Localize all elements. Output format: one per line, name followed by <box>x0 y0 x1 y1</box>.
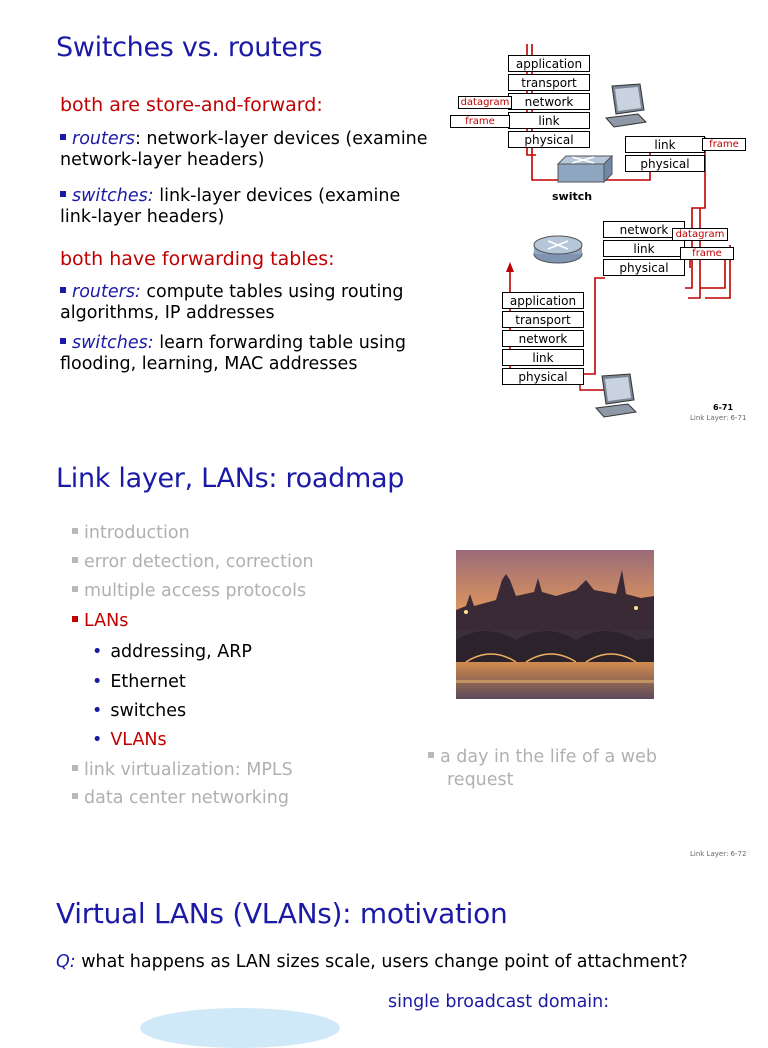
switch-frame-label: frame <box>702 138 746 151</box>
top-stack-application: application <box>508 55 590 72</box>
router-icon <box>533 235 583 264</box>
square-bullet-icon <box>428 752 434 758</box>
square-bullet-icon <box>72 765 78 771</box>
square-bullet-icon <box>72 616 78 622</box>
switch-label: switch <box>552 190 593 203</box>
top-stack-link: link <box>508 112 590 129</box>
slide2-title: Link layer, LANs: roadmap <box>56 463 405 494</box>
top-stack-transport: transport <box>508 74 590 91</box>
roadmap-sub-vlans: •VLANs <box>92 730 167 750</box>
bottom-stack-transport: transport <box>502 311 584 328</box>
slide1-bullet-routers-tables: routers: compute tables using routing al… <box>60 282 404 323</box>
roadmap-sub-addressing: •addressing, ARP <box>92 642 252 662</box>
roadmap-item-error-detection: error detection, correction <box>72 552 314 572</box>
roadmap-item-data-center: data center networking <box>72 788 289 808</box>
bottom-stack-network: network <box>502 330 584 347</box>
top-frame-label: frame <box>450 115 510 128</box>
square-bullet-icon <box>72 528 78 534</box>
square-bullet-icon <box>60 134 66 140</box>
computer-icon <box>594 373 638 418</box>
slide1-footer: Link Layer: 6-71 <box>690 414 747 422</box>
switch-icon <box>556 154 614 184</box>
slide1-bullet-switches-learn: switches: learn forwarding table using f… <box>60 333 406 374</box>
roadmap-item-multiple-access: multiple access protocols <box>72 581 306 601</box>
top-stack-network: network <box>508 93 590 110</box>
dot-bullet-icon: • <box>92 672 103 692</box>
slide1-heading-store-forward: both are store-and-forward: <box>60 94 323 116</box>
top-stack-physical: physical <box>508 131 590 148</box>
slide1-heading-forwarding-tables: both have forwarding tables: <box>60 248 335 270</box>
slide1-title: Switches vs. routers <box>56 32 323 63</box>
top-datagram-label: datagram <box>458 96 512 109</box>
router-stack-network: network <box>603 221 685 238</box>
broadcast-domain-ellipse <box>140 1008 340 1048</box>
diagram-page-number: 6-71 <box>713 403 734 412</box>
protocol-stack-diagram: application transport network link physi… <box>440 40 760 425</box>
dot-bullet-icon: • <box>92 701 103 721</box>
router-datagram-label: datagram <box>672 228 728 241</box>
slide3-question: Q: what happens as LAN sizes scale, user… <box>56 952 688 972</box>
router-stack-physical: physical <box>603 259 685 276</box>
switch-stack-link: link <box>625 136 705 153</box>
bottom-stack-physical: physical <box>502 368 584 385</box>
roadmap-sub-ethernet: •Ethernet <box>92 672 186 692</box>
square-bullet-icon <box>72 586 78 592</box>
slide1-bullet-switches: switches: link-layer devices (examine li… <box>60 186 401 227</box>
roadmap-item-mpls: link virtualization: MPLS <box>72 760 293 780</box>
square-bullet-icon <box>60 338 66 344</box>
slide1-bullet-routers: routers: network-layer devices (examine … <box>60 129 428 170</box>
computer-icon <box>604 83 648 128</box>
paris-bridge-photo <box>456 550 654 699</box>
slide3-sub-heading: single broadcast domain: <box>388 992 610 1012</box>
roadmap-sub-switches: •switches <box>92 701 187 721</box>
square-bullet-icon <box>72 557 78 563</box>
roadmap-item-lans: LANs <box>72 611 128 631</box>
square-bullet-icon <box>72 793 78 799</box>
roadmap-item-introduction: introduction <box>72 523 190 543</box>
square-bullet-icon <box>60 287 66 293</box>
roadmap-item-web-request: a day in the life of a web request <box>428 746 717 792</box>
router-stack-link: link <box>603 240 685 257</box>
bottom-stack-link: link <box>502 349 584 366</box>
slide3-title: Virtual LANs (VLANs): motivation <box>56 897 508 930</box>
bottom-stack-application: application <box>502 292 584 309</box>
slide2-footer: Link Layer: 6-72 <box>690 850 747 858</box>
switch-stack-physical: physical <box>625 155 705 172</box>
router-frame-label: frame <box>680 247 734 260</box>
dot-bullet-icon: • <box>92 730 103 750</box>
square-bullet-icon <box>60 191 66 197</box>
dot-bullet-icon: • <box>92 642 103 662</box>
